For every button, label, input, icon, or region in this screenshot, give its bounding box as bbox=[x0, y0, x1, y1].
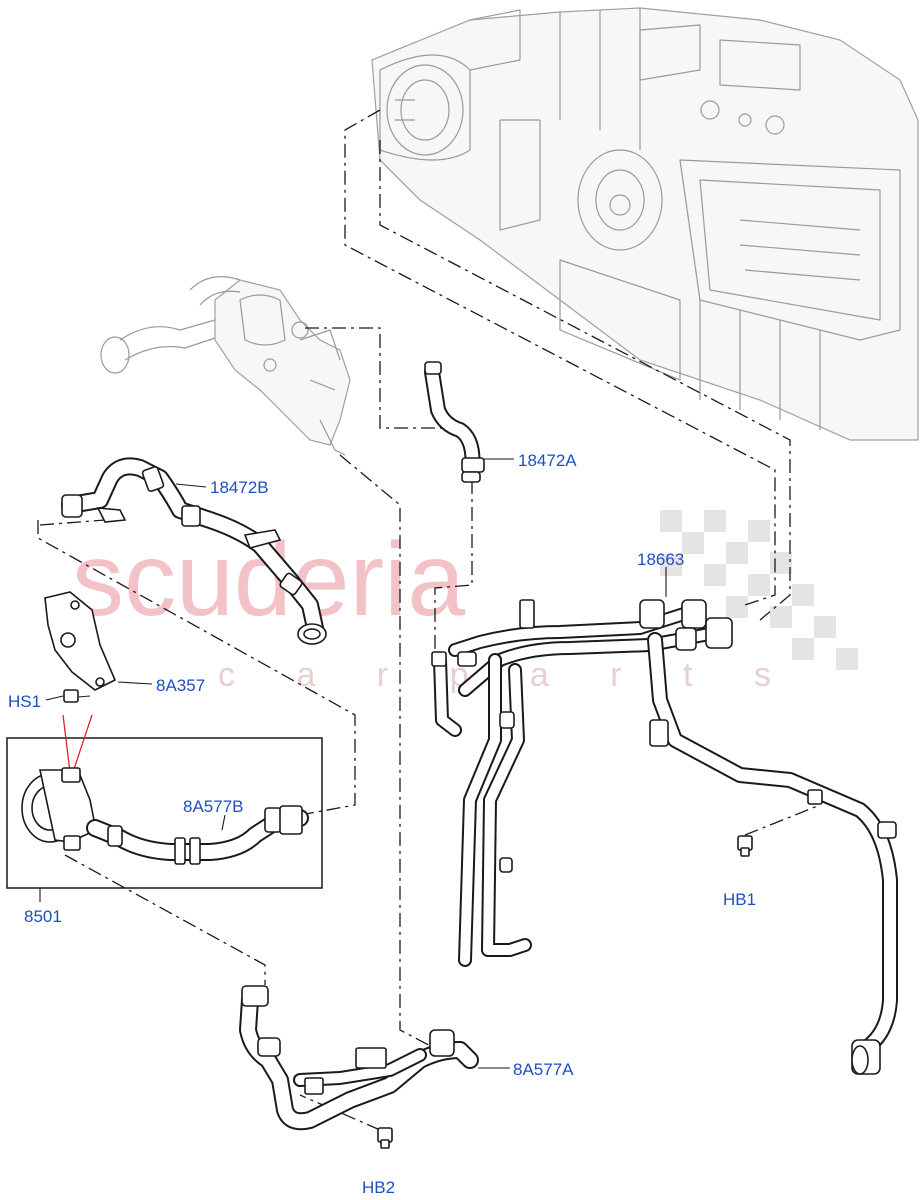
callout-leaders bbox=[175, 458, 514, 488]
assembly-guide-lines bbox=[37, 109, 821, 1131]
hose-8A577A bbox=[239, 985, 510, 1131]
callout-HB1: HB1 bbox=[723, 890, 756, 909]
bolt-HB2 bbox=[377, 1127, 393, 1149]
callout-8501: 8501 bbox=[24, 907, 62, 926]
callout-18472A: 18472A bbox=[518, 451, 577, 470]
callout-8A577B: 8A577B bbox=[183, 797, 244, 816]
valve-assembly-ghost bbox=[100, 276, 351, 456]
callout-18472B: 18472B bbox=[210, 478, 269, 497]
pump-8501-group bbox=[6, 714, 323, 902]
bolt-HB1 bbox=[737, 835, 753, 857]
bolt-HS1 bbox=[45, 689, 91, 703]
hose-assembly-18663 bbox=[431, 567, 898, 1075]
pump-8501-frame bbox=[6, 737, 323, 889]
hose-18472B bbox=[61, 457, 327, 645]
callout-8A357: 8A357 bbox=[156, 676, 205, 695]
callout-18663: 18663 bbox=[637, 550, 684, 569]
callout-labels: 18472B 18472A 18663 8A357 HS1 8A577B 850… bbox=[8, 451, 756, 1197]
bracket-8A357 bbox=[44, 591, 153, 691]
hvac-unit-ghost bbox=[371, 7, 919, 441]
highlight-leader bbox=[62, 714, 93, 773]
hose-18472A bbox=[424, 361, 485, 483]
callout-HS1: HS1 bbox=[8, 692, 41, 711]
callout-8A577A: 8A577A bbox=[513, 1060, 574, 1079]
callout-HB2: HB2 bbox=[362, 1178, 395, 1197]
